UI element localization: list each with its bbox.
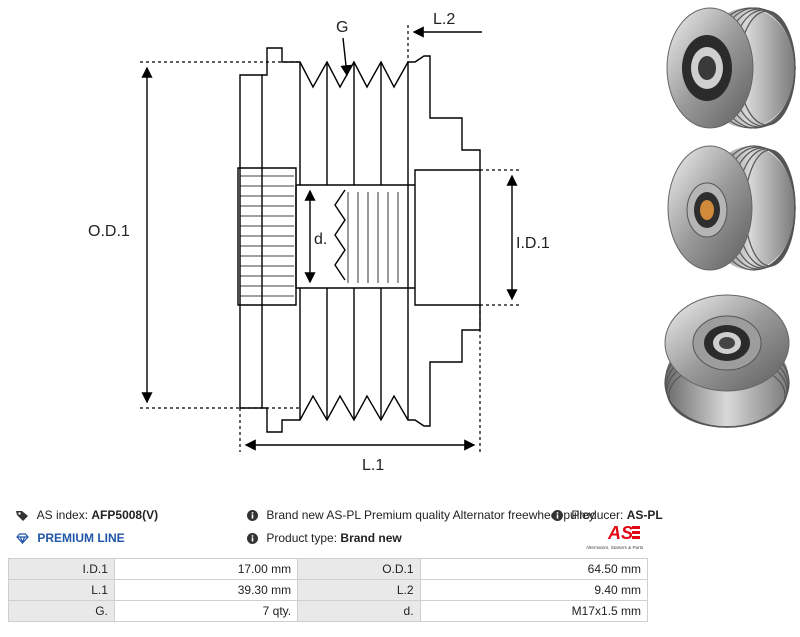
product-photo-rear xyxy=(664,294,790,428)
product-type-label: Product type: xyxy=(266,531,338,545)
tag-icon xyxy=(16,510,28,521)
spec-value: 17.00 mm xyxy=(113,558,299,580)
label-g: G xyxy=(336,19,348,36)
diamond-icon xyxy=(16,533,29,545)
label-l1: L.1 xyxy=(362,457,384,474)
label-l2: L.2 xyxy=(433,11,455,28)
info-icon xyxy=(247,533,258,545)
as-index-row: AS index: AFP5008(V) xyxy=(16,508,158,522)
producer-row: Producer: AS-PL xyxy=(552,508,663,522)
description-text: Brand new AS-PL Premium quality Alternat… xyxy=(266,508,595,522)
product-type-row: Product type: Brand new xyxy=(247,531,402,545)
table-row: G. 7 qty. d. M17x1.5 mm xyxy=(8,600,649,622)
as-index-value: AFP5008(V) xyxy=(91,508,159,522)
product-type-value: Brand new xyxy=(340,531,402,545)
premium-line-label: PREMIUM LINE xyxy=(37,531,125,545)
producer-value: AS-PL xyxy=(626,508,663,522)
product-photo-side xyxy=(667,145,796,271)
spec-label: d. xyxy=(297,600,421,622)
info-icon xyxy=(552,510,563,522)
technical-drawing: G L.2 O.D.1 d. I.D.1 L.1 xyxy=(88,11,550,474)
producer-label: Producer: xyxy=(571,508,624,522)
description-row: Brand new AS-PL Premium quality Alternat… xyxy=(247,508,595,522)
groove-profile-top xyxy=(262,47,481,170)
spec-value: 9.40 mm xyxy=(419,579,649,601)
spec-label: I.D.1 xyxy=(8,558,115,580)
spec-value: 7 qty. xyxy=(113,600,299,622)
spec-label: L.2 xyxy=(297,579,421,601)
as-pl-logo: AS Alternators, Starters & Parts xyxy=(586,523,644,550)
spec-label: L.1 xyxy=(8,579,115,601)
logo-mark: AS xyxy=(607,523,633,543)
spec-value: 39.30 mm xyxy=(113,579,299,601)
table-row: L.1 39.30 mm L.2 9.40 mm xyxy=(8,579,649,601)
spec-label: G. xyxy=(8,600,115,622)
label-id1: I.D.1 xyxy=(516,235,550,252)
g-leader-line xyxy=(340,37,352,77)
label-d: d. xyxy=(314,231,327,248)
as-index-label: AS index: xyxy=(36,508,89,522)
specs-table: I.D.1 17.00 mm O.D.1 64.50 mm L.1 39.30 … xyxy=(8,558,649,622)
info-icon xyxy=(247,510,258,522)
spec-value: M17x1.5 mm xyxy=(419,600,649,622)
premium-line-row: PREMIUM LINE xyxy=(16,531,125,545)
logo-tagline: Alternators, Starters & Parts xyxy=(586,545,644,550)
spec-value: 64.50 mm xyxy=(419,558,649,580)
groove-profile-bottom xyxy=(262,305,481,433)
label-od1: O.D.1 xyxy=(88,223,130,240)
product-photo-front xyxy=(666,7,796,129)
table-row: I.D.1 17.00 mm O.D.1 64.50 mm xyxy=(8,558,649,580)
spec-label: O.D.1 xyxy=(297,558,421,580)
